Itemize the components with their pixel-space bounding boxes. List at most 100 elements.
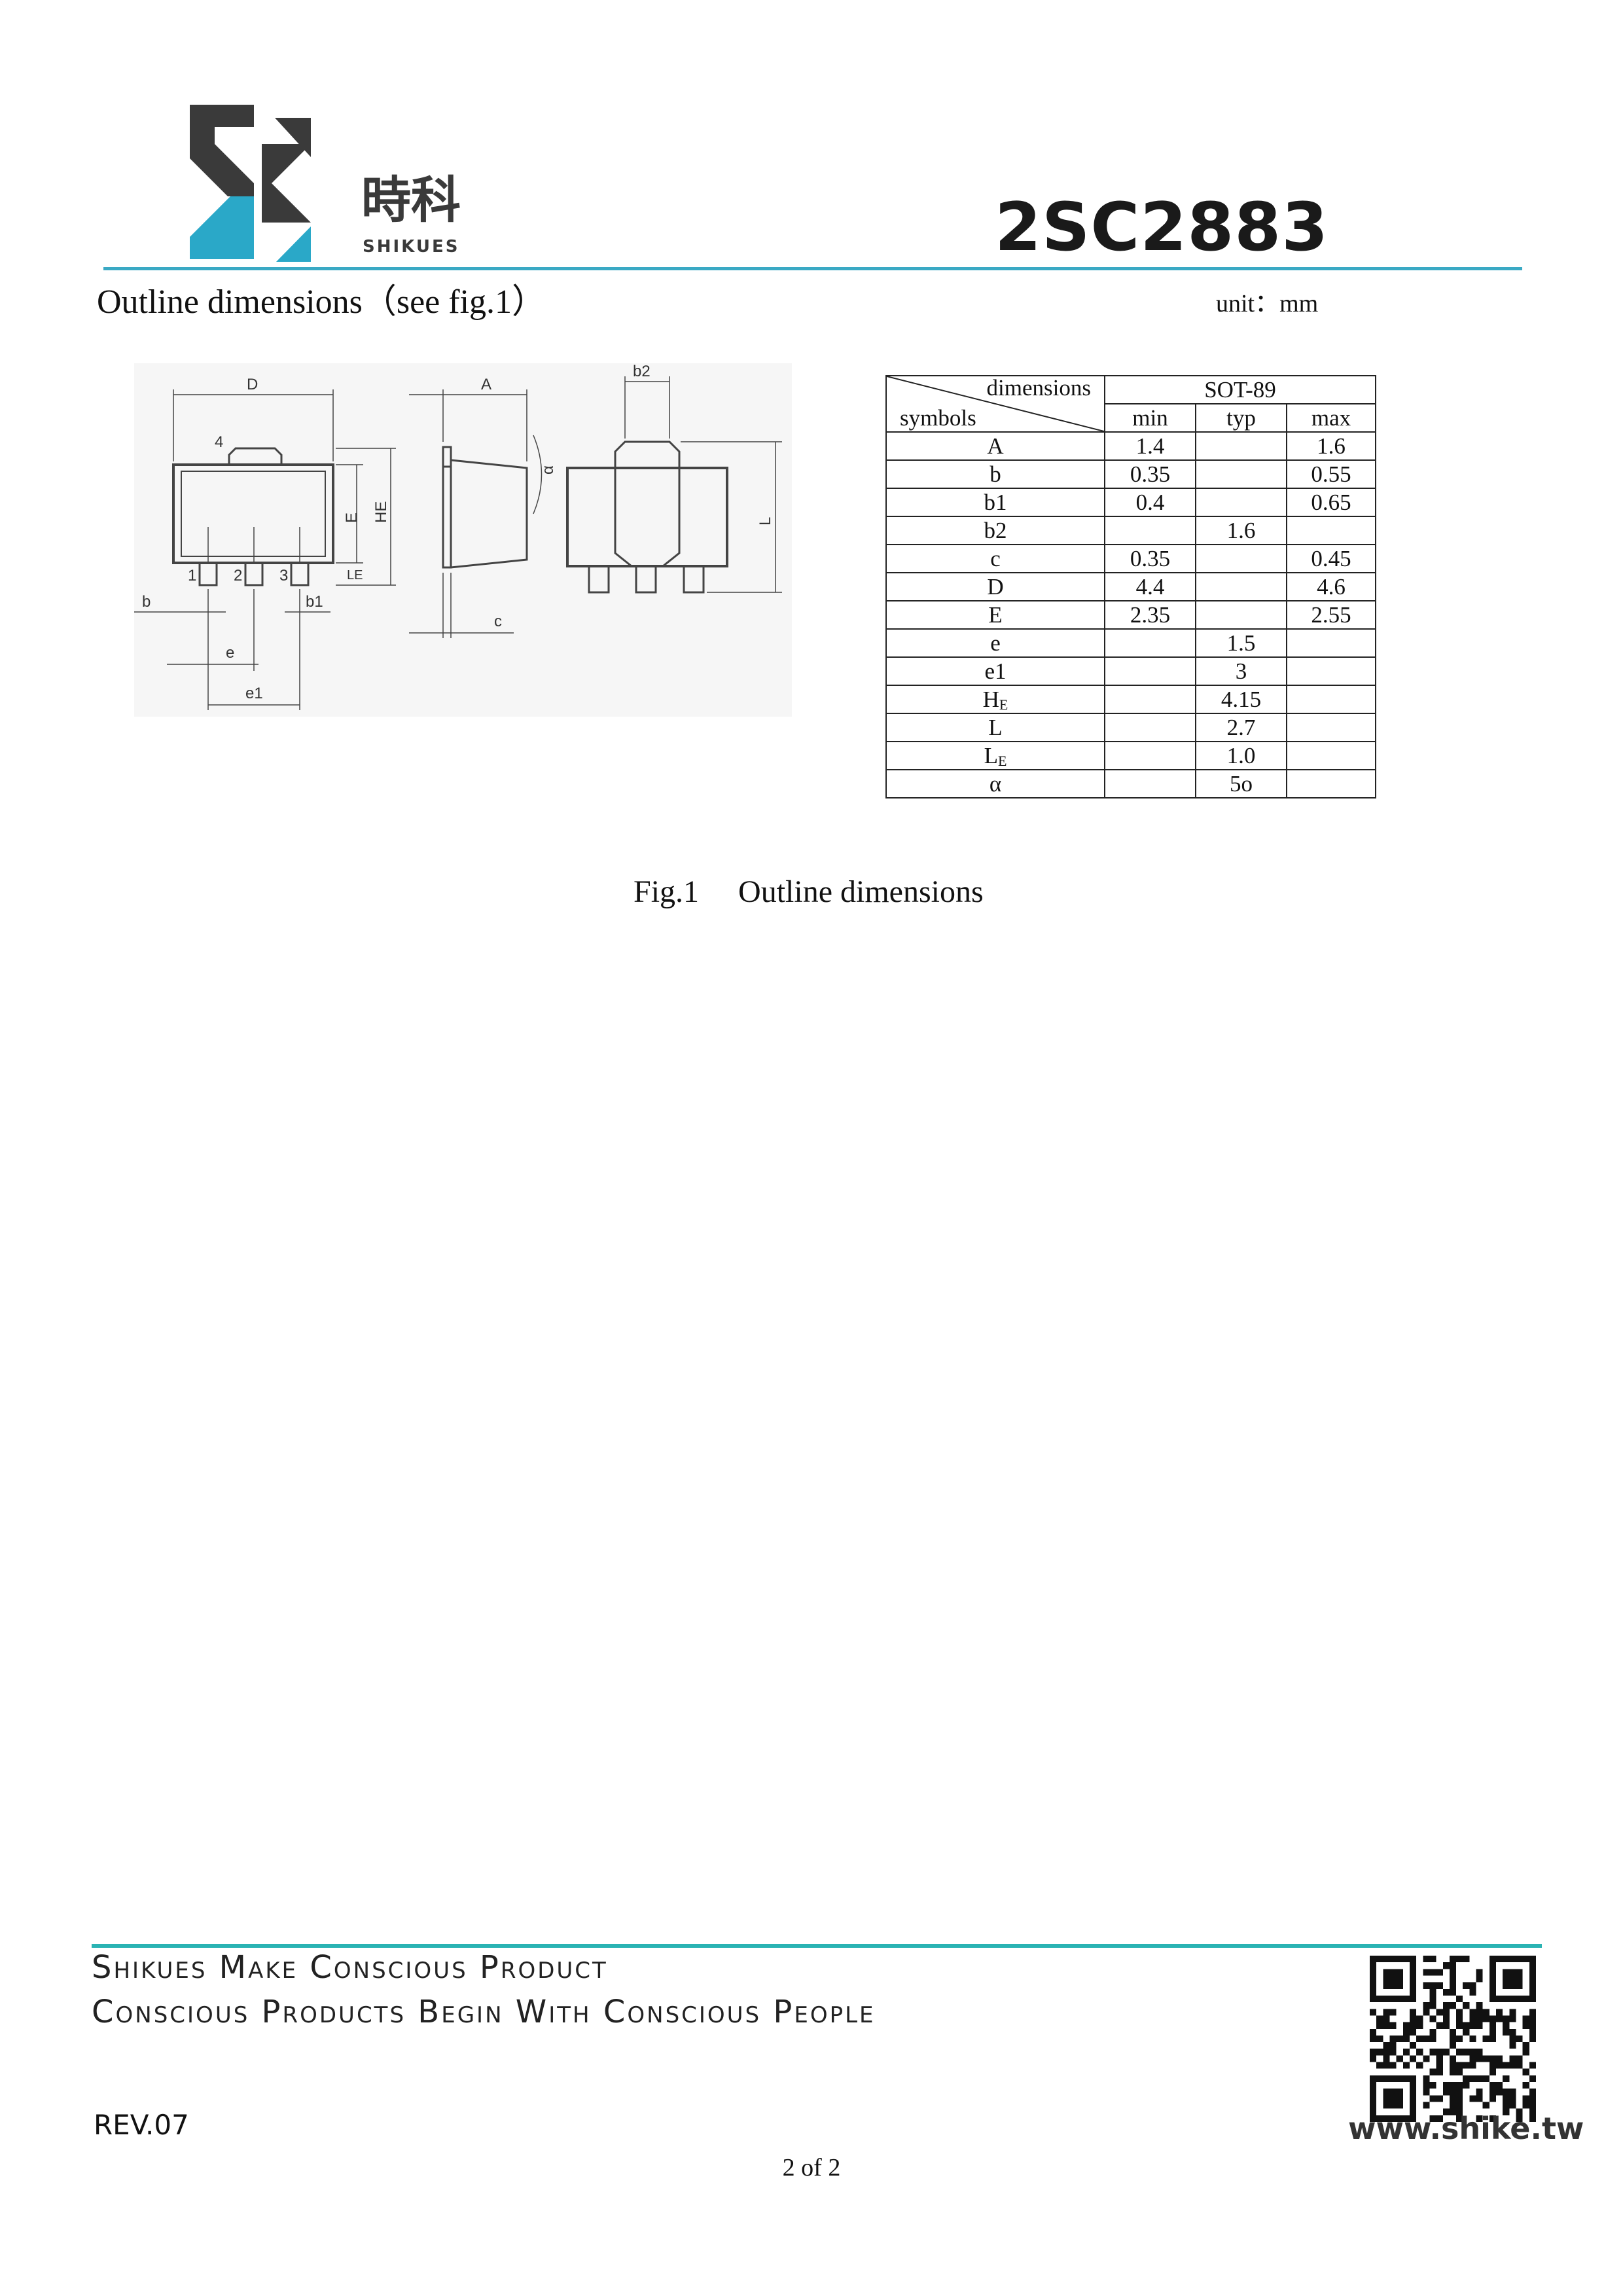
cell-typ bbox=[1195, 459, 1287, 489]
cell-max: 0.55 bbox=[1285, 459, 1377, 489]
cell-symbol: e1 bbox=[885, 656, 1105, 686]
cell-typ: 5o bbox=[1195, 769, 1287, 798]
cell-min bbox=[1104, 741, 1196, 770]
cell-typ: 2.7 bbox=[1195, 713, 1287, 742]
cell-min bbox=[1104, 656, 1196, 686]
label-pin4: 4 bbox=[215, 433, 223, 451]
table-row: e 1.5 bbox=[885, 628, 1377, 658]
label-HE: HE bbox=[372, 501, 390, 523]
brand-chinese: 時科 bbox=[361, 171, 461, 229]
brand-latin: SHIKUES bbox=[363, 237, 459, 257]
label-b1: b1 bbox=[306, 593, 323, 611]
cell-max: 2.55 bbox=[1285, 600, 1377, 630]
cell-symbol: LE bbox=[885, 741, 1105, 770]
section-title: Outline dimensions（see fig.1） bbox=[97, 283, 546, 321]
label-LE: LE bbox=[347, 568, 363, 583]
cell-min: 2.35 bbox=[1104, 600, 1196, 630]
cell-typ bbox=[1195, 600, 1287, 630]
table-subheader-row: min typ max bbox=[886, 403, 1377, 433]
label-pin2: 2 bbox=[234, 567, 242, 584]
cell-max bbox=[1285, 685, 1377, 714]
cell-typ bbox=[1195, 431, 1287, 461]
table-row: L 2.7 bbox=[885, 713, 1377, 742]
cell-min bbox=[1104, 769, 1196, 798]
label-c: c bbox=[494, 613, 502, 630]
website-link[interactable]: www.shike.tw bbox=[1348, 2111, 1584, 2146]
label-e: e bbox=[226, 644, 234, 662]
cell-min bbox=[1104, 713, 1196, 742]
label-e1: e1 bbox=[245, 685, 263, 702]
slogan-line-2: Conscious Products Begin With Conscious … bbox=[92, 1994, 876, 2030]
table-row: HE 4.15 bbox=[885, 685, 1377, 714]
cell-max bbox=[1285, 713, 1377, 742]
header-min: min bbox=[1104, 403, 1196, 433]
cell-typ bbox=[1195, 572, 1287, 601]
cell-min bbox=[1104, 628, 1196, 658]
cell-typ: 3 bbox=[1195, 656, 1287, 686]
header-typ: typ bbox=[1195, 403, 1287, 433]
cell-typ bbox=[1195, 488, 1287, 517]
part-number: 2SC2883 bbox=[995, 188, 1329, 266]
header-dimensions: dimensions bbox=[986, 376, 1091, 401]
page-number: 2 of 2 bbox=[782, 2154, 841, 2181]
qr-code-icon bbox=[1370, 1956, 1536, 2122]
cell-max bbox=[1285, 628, 1377, 658]
label-b2: b2 bbox=[633, 363, 651, 380]
cell-symbol: b1 bbox=[885, 488, 1105, 517]
cell-typ: 4.15 bbox=[1195, 685, 1287, 714]
cell-min: 0.35 bbox=[1104, 544, 1196, 573]
label-b: b bbox=[142, 593, 151, 611]
cell-max: 4.6 bbox=[1285, 572, 1377, 601]
cell-symbol: e bbox=[885, 628, 1105, 658]
company-logo: 時科 SHIKUES bbox=[177, 98, 504, 268]
cell-symbol: D bbox=[885, 572, 1105, 601]
label-alpha: α bbox=[539, 465, 557, 475]
header-symbols: symbols bbox=[900, 405, 976, 431]
cell-symbol: A bbox=[885, 431, 1105, 461]
cell-min bbox=[1104, 685, 1196, 714]
cell-max bbox=[1285, 741, 1377, 770]
cell-min: 4.4 bbox=[1104, 572, 1196, 601]
slogan-line-1: Shikues Make Conscious Product bbox=[92, 1949, 608, 1986]
cell-max: 1.6 bbox=[1285, 431, 1377, 461]
diagonal-header-cell: dimensions symbols bbox=[885, 375, 1105, 433]
cell-max bbox=[1285, 769, 1377, 798]
cell-max: 0.65 bbox=[1285, 488, 1377, 517]
outline-drawing: D E HE LE 1 2 3 4 b b1 e e1 A bbox=[134, 363, 792, 717]
header-divider bbox=[103, 267, 1522, 270]
cell-min bbox=[1104, 516, 1196, 545]
cell-min: 0.4 bbox=[1104, 488, 1196, 517]
cell-min: 0.35 bbox=[1104, 459, 1196, 489]
cell-max bbox=[1285, 516, 1377, 545]
revision-label: REV.07 bbox=[94, 2109, 189, 2141]
label-A: A bbox=[481, 376, 491, 393]
cell-typ: 1.0 bbox=[1195, 741, 1287, 770]
cell-symbol: L bbox=[885, 713, 1105, 742]
cell-max: 0.45 bbox=[1285, 544, 1377, 573]
label-D: D bbox=[247, 376, 258, 393]
cell-typ bbox=[1195, 544, 1287, 573]
cell-symbol: HE bbox=[885, 685, 1105, 714]
label-L: L bbox=[757, 517, 774, 526]
header-package: SOT-89 bbox=[1103, 375, 1377, 404]
cell-symbol: α bbox=[885, 769, 1105, 798]
cell-symbol: b2 bbox=[885, 516, 1105, 545]
table-row: e1 3 bbox=[885, 656, 1377, 686]
cell-min: 1.4 bbox=[1104, 431, 1196, 461]
cell-typ: 1.5 bbox=[1195, 628, 1287, 658]
cell-max bbox=[1285, 656, 1377, 686]
header-max: max bbox=[1285, 403, 1377, 433]
label-pin3: 3 bbox=[279, 567, 288, 584]
cell-typ: 1.6 bbox=[1195, 516, 1287, 545]
table-row: α 5o bbox=[885, 769, 1377, 798]
table-row: b2 1.6 bbox=[885, 516, 1377, 545]
footer-divider bbox=[92, 1944, 1542, 1948]
